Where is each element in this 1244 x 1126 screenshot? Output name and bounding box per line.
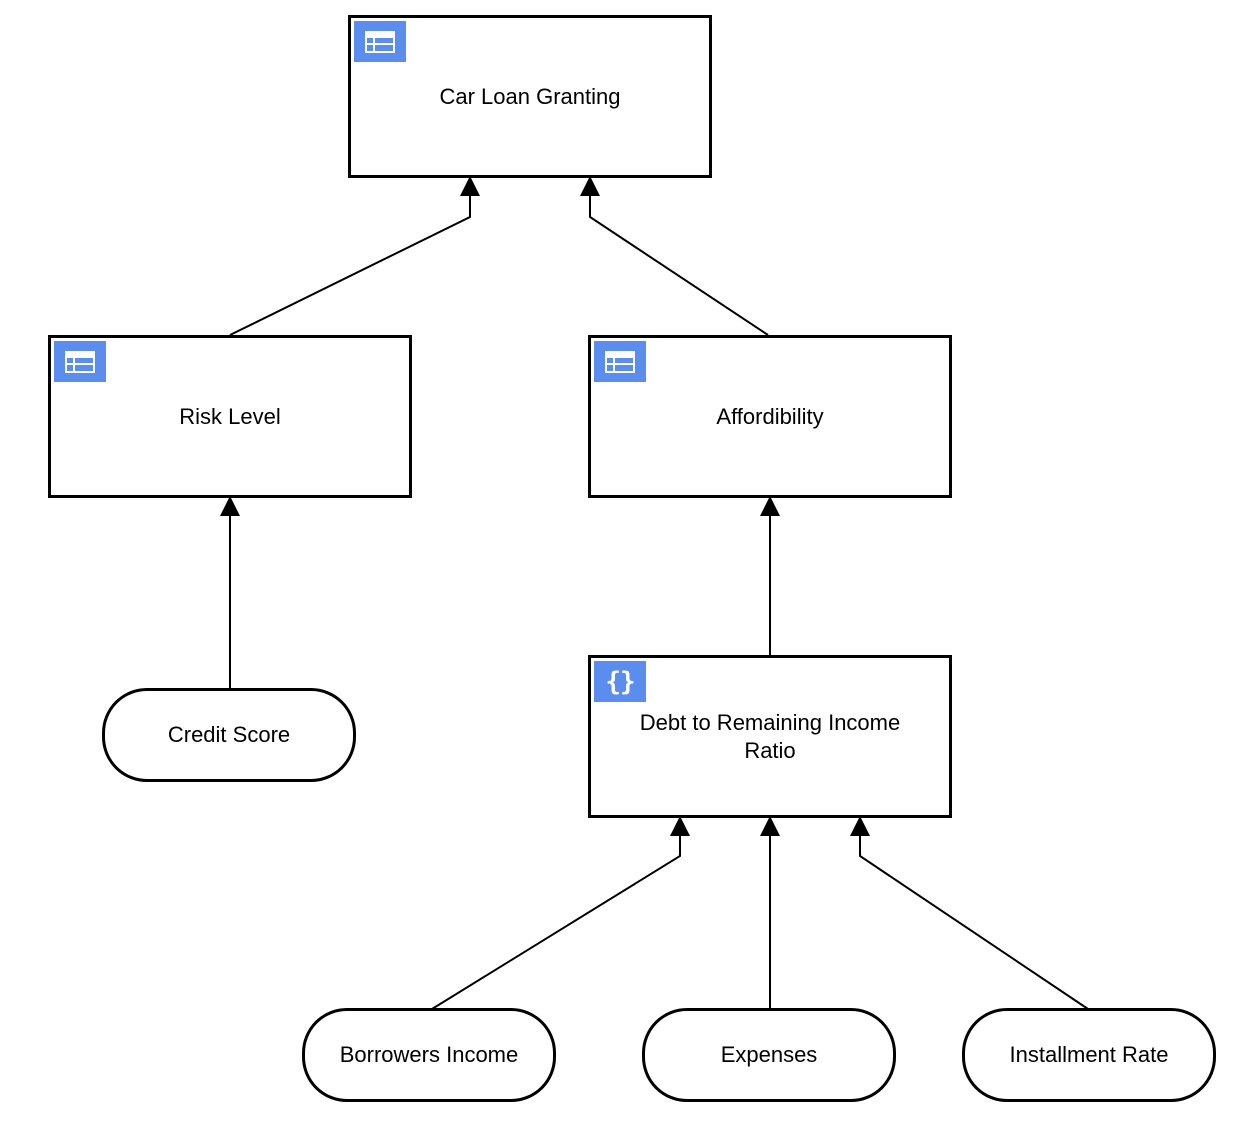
input-credit-score[interactable]: Credit Score [102, 688, 356, 782]
arrowhead [850, 816, 870, 836]
input-expenses[interactable]: Expenses [642, 1008, 896, 1102]
node-label: Car Loan Granting [439, 83, 621, 109]
edge-borrowers-income-to-debt-ratio [431, 836, 681, 1010]
node-label: Installment Rate [1009, 1042, 1169, 1067]
arrowhead [760, 496, 780, 516]
input-borrowers-income[interactable]: Borrowers Income [302, 1008, 556, 1102]
decision-affordibility[interactable]: Affordibility [588, 335, 952, 498]
decision-car-loan-granting[interactable]: Car Loan Granting [348, 15, 712, 178]
edge-installment-rate-to-debt-ratio [859, 836, 1089, 1010]
decision-table-icon [594, 341, 646, 382]
decision-table-icon [354, 21, 406, 62]
node-label: Borrowers Income [339, 1042, 519, 1067]
decision-risk-level[interactable]: Risk Level [48, 335, 412, 498]
decision-debt-to-remaining-income-ratio[interactable]: {} Debt to Remaining Income Ratio [588, 655, 952, 818]
decision-table-icon [54, 341, 106, 382]
arrowhead [670, 816, 690, 836]
node-label: Risk Level [179, 403, 281, 429]
edge-risk-level-to-car-loan [229, 196, 471, 336]
node-label: Expenses [720, 1042, 818, 1067]
arrowhead [760, 816, 780, 836]
input-installment-rate[interactable]: Installment Rate [962, 1008, 1216, 1102]
arrowhead [580, 176, 600, 196]
node-label: Debt to Remaining Income Ratio [639, 709, 901, 763]
node-label: Affordibility [716, 403, 824, 429]
arrowhead [460, 176, 480, 196]
literal-expression-icon: {} [594, 661, 646, 702]
node-label: Credit Score [167, 722, 291, 747]
arrowhead [220, 496, 240, 516]
edge-affordibility-to-car-loan [589, 196, 769, 336]
